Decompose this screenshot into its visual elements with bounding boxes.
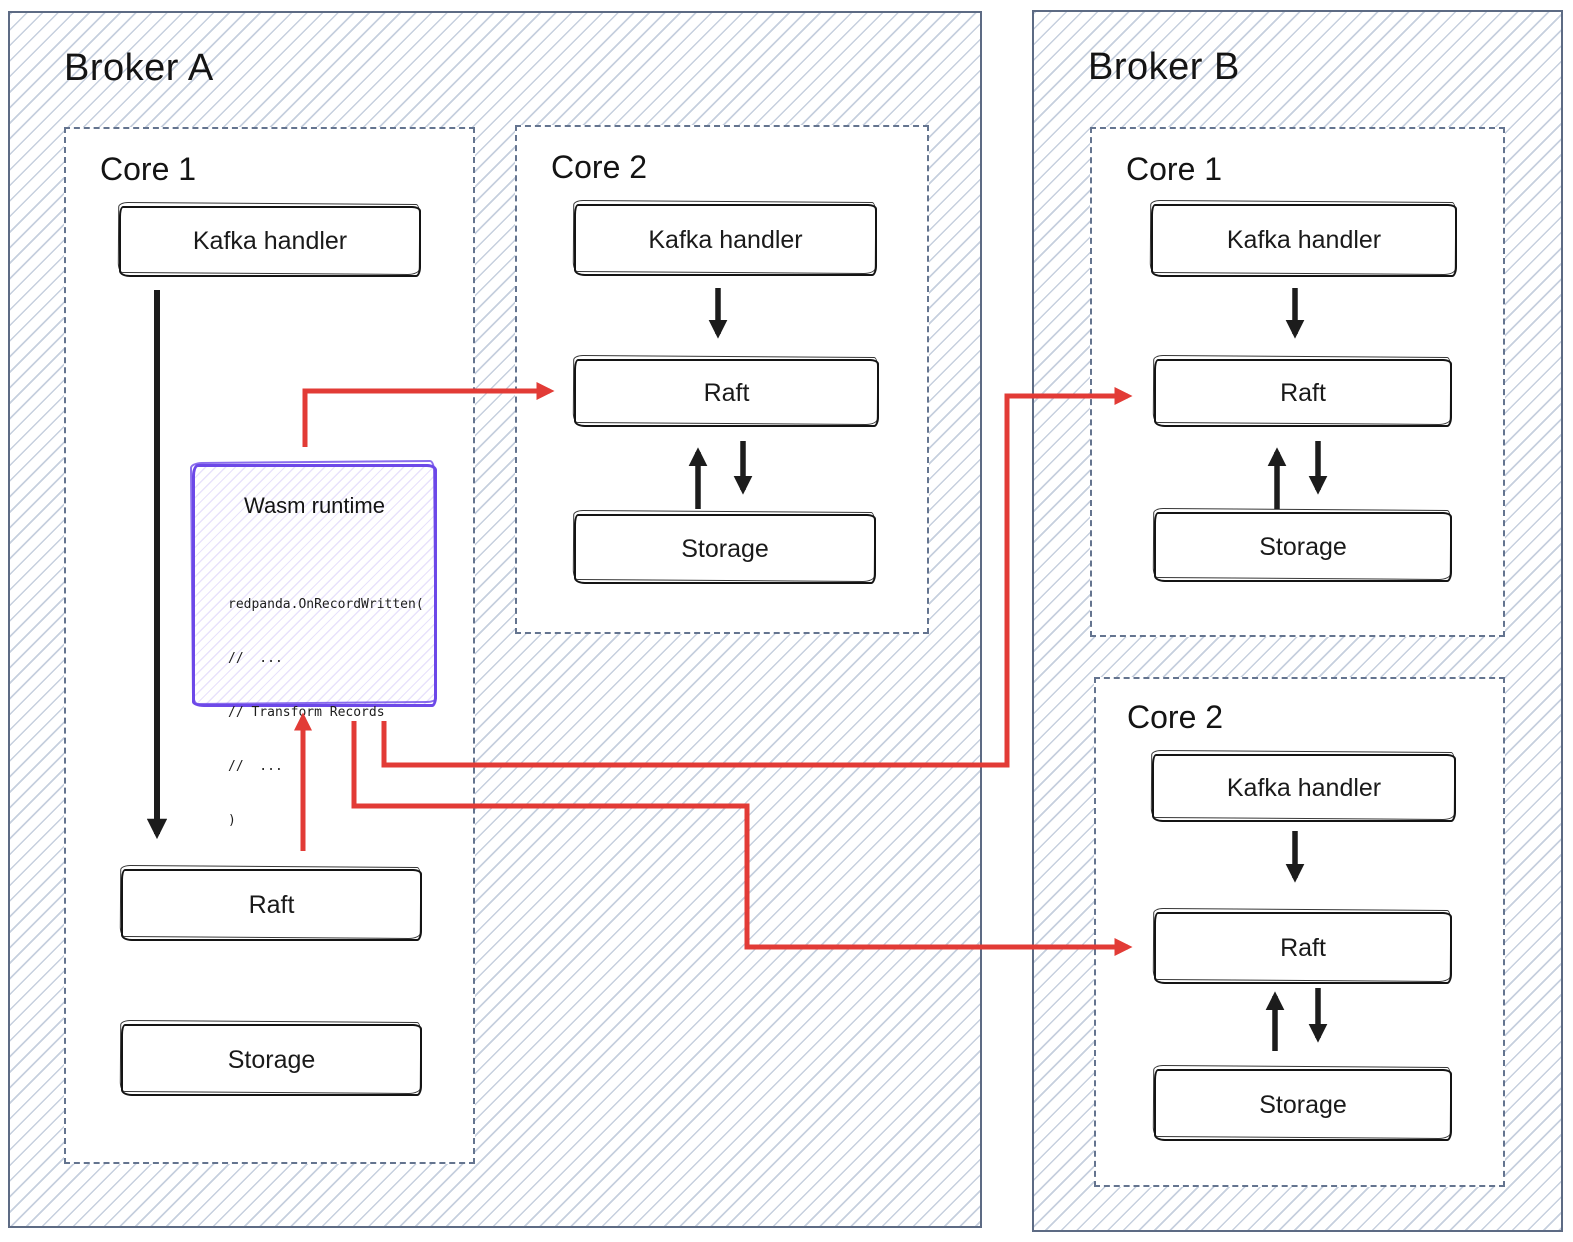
kafka-handler-label-b2: Kafka handler [1226, 773, 1382, 802]
raft-label-b2: Raft [1280, 933, 1326, 962]
raft-node-b2: Raft [1154, 912, 1452, 984]
raft-node-a2: Raft [574, 359, 879, 427]
raft-label-a1: Raft [248, 890, 295, 919]
core-b2-title: Core 2 [1127, 699, 1224, 735]
wasm-code-line: // ... [228, 759, 283, 774]
wasm-code-line: // ... [228, 651, 283, 666]
storage-node-b2: Storage [1154, 1069, 1452, 1141]
wasm-code-block: redpanda.OnRecordWritten( // ... // Tran… [228, 560, 424, 866]
core-b1-title: Core 1 [1126, 151, 1223, 187]
kafka-handler-label-a1: Kafka handler [192, 227, 348, 255]
kafka-handler-node-a2: Kafka handler [574, 204, 877, 276]
wasm-runtime-node: Wasm runtime redpanda.OnRecordWritten( /… [192, 464, 437, 828]
raft-node-a1: Raft [121, 869, 422, 941]
broker-b-panel: Broker B Core 1 Kafka handler Raft Stora… [1032, 10, 1563, 1232]
raft-label-b1: Raft [1280, 378, 1326, 407]
storage-label-b1: Storage [1259, 532, 1347, 561]
core-panel-a2: Core 2 Kafka handler Raft Storage [515, 125, 929, 634]
core-panel-b1: Core 1 Kafka handler Raft Storage [1090, 127, 1505, 637]
kafka-handler-node-b2: Kafka handler [1152, 754, 1456, 822]
kafka-handler-label-b1: Kafka handler [1226, 226, 1382, 254]
kafka-handler-node-a1: Kafka handler [119, 206, 421, 277]
wasm-code-line: ) [228, 813, 236, 828]
storage-node-b1: Storage [1154, 512, 1452, 582]
broker-a-panel: Broker A Core 1 Kafka handler Wasm runti… [8, 11, 982, 1228]
storage-label-b2: Storage [1259, 1090, 1347, 1119]
raft-node-b1: Raft [1154, 359, 1452, 427]
raft-label-a2: Raft [703, 378, 750, 407]
storage-label-a1: Storage [227, 1045, 316, 1074]
core-panel-a1: Core 1 Kafka handler Wasm runtime redpan… [64, 127, 475, 1164]
kafka-handler-label-a2: Kafka handler [648, 225, 803, 254]
core-a1-title: Core 1 [100, 151, 197, 187]
core-a2-title: Core 2 [551, 149, 648, 185]
core-panel-b2: Core 2 Kafka handler Raft Storage [1094, 677, 1505, 1187]
storage-node-a1: Storage [121, 1024, 422, 1096]
wasm-code-line: redpanda.OnRecordWritten( [228, 597, 424, 612]
broker-a-title: Broker A [64, 47, 214, 89]
wasm-code-line: // Transform Records [228, 705, 385, 720]
storage-node-a2: Storage [574, 514, 876, 584]
wasm-runtime-title: Wasm runtime [244, 493, 385, 518]
kafka-handler-node-b1: Kafka handler [1151, 204, 1457, 277]
storage-label-a2: Storage [681, 534, 769, 563]
broker-b-title: Broker B [1088, 46, 1240, 88]
